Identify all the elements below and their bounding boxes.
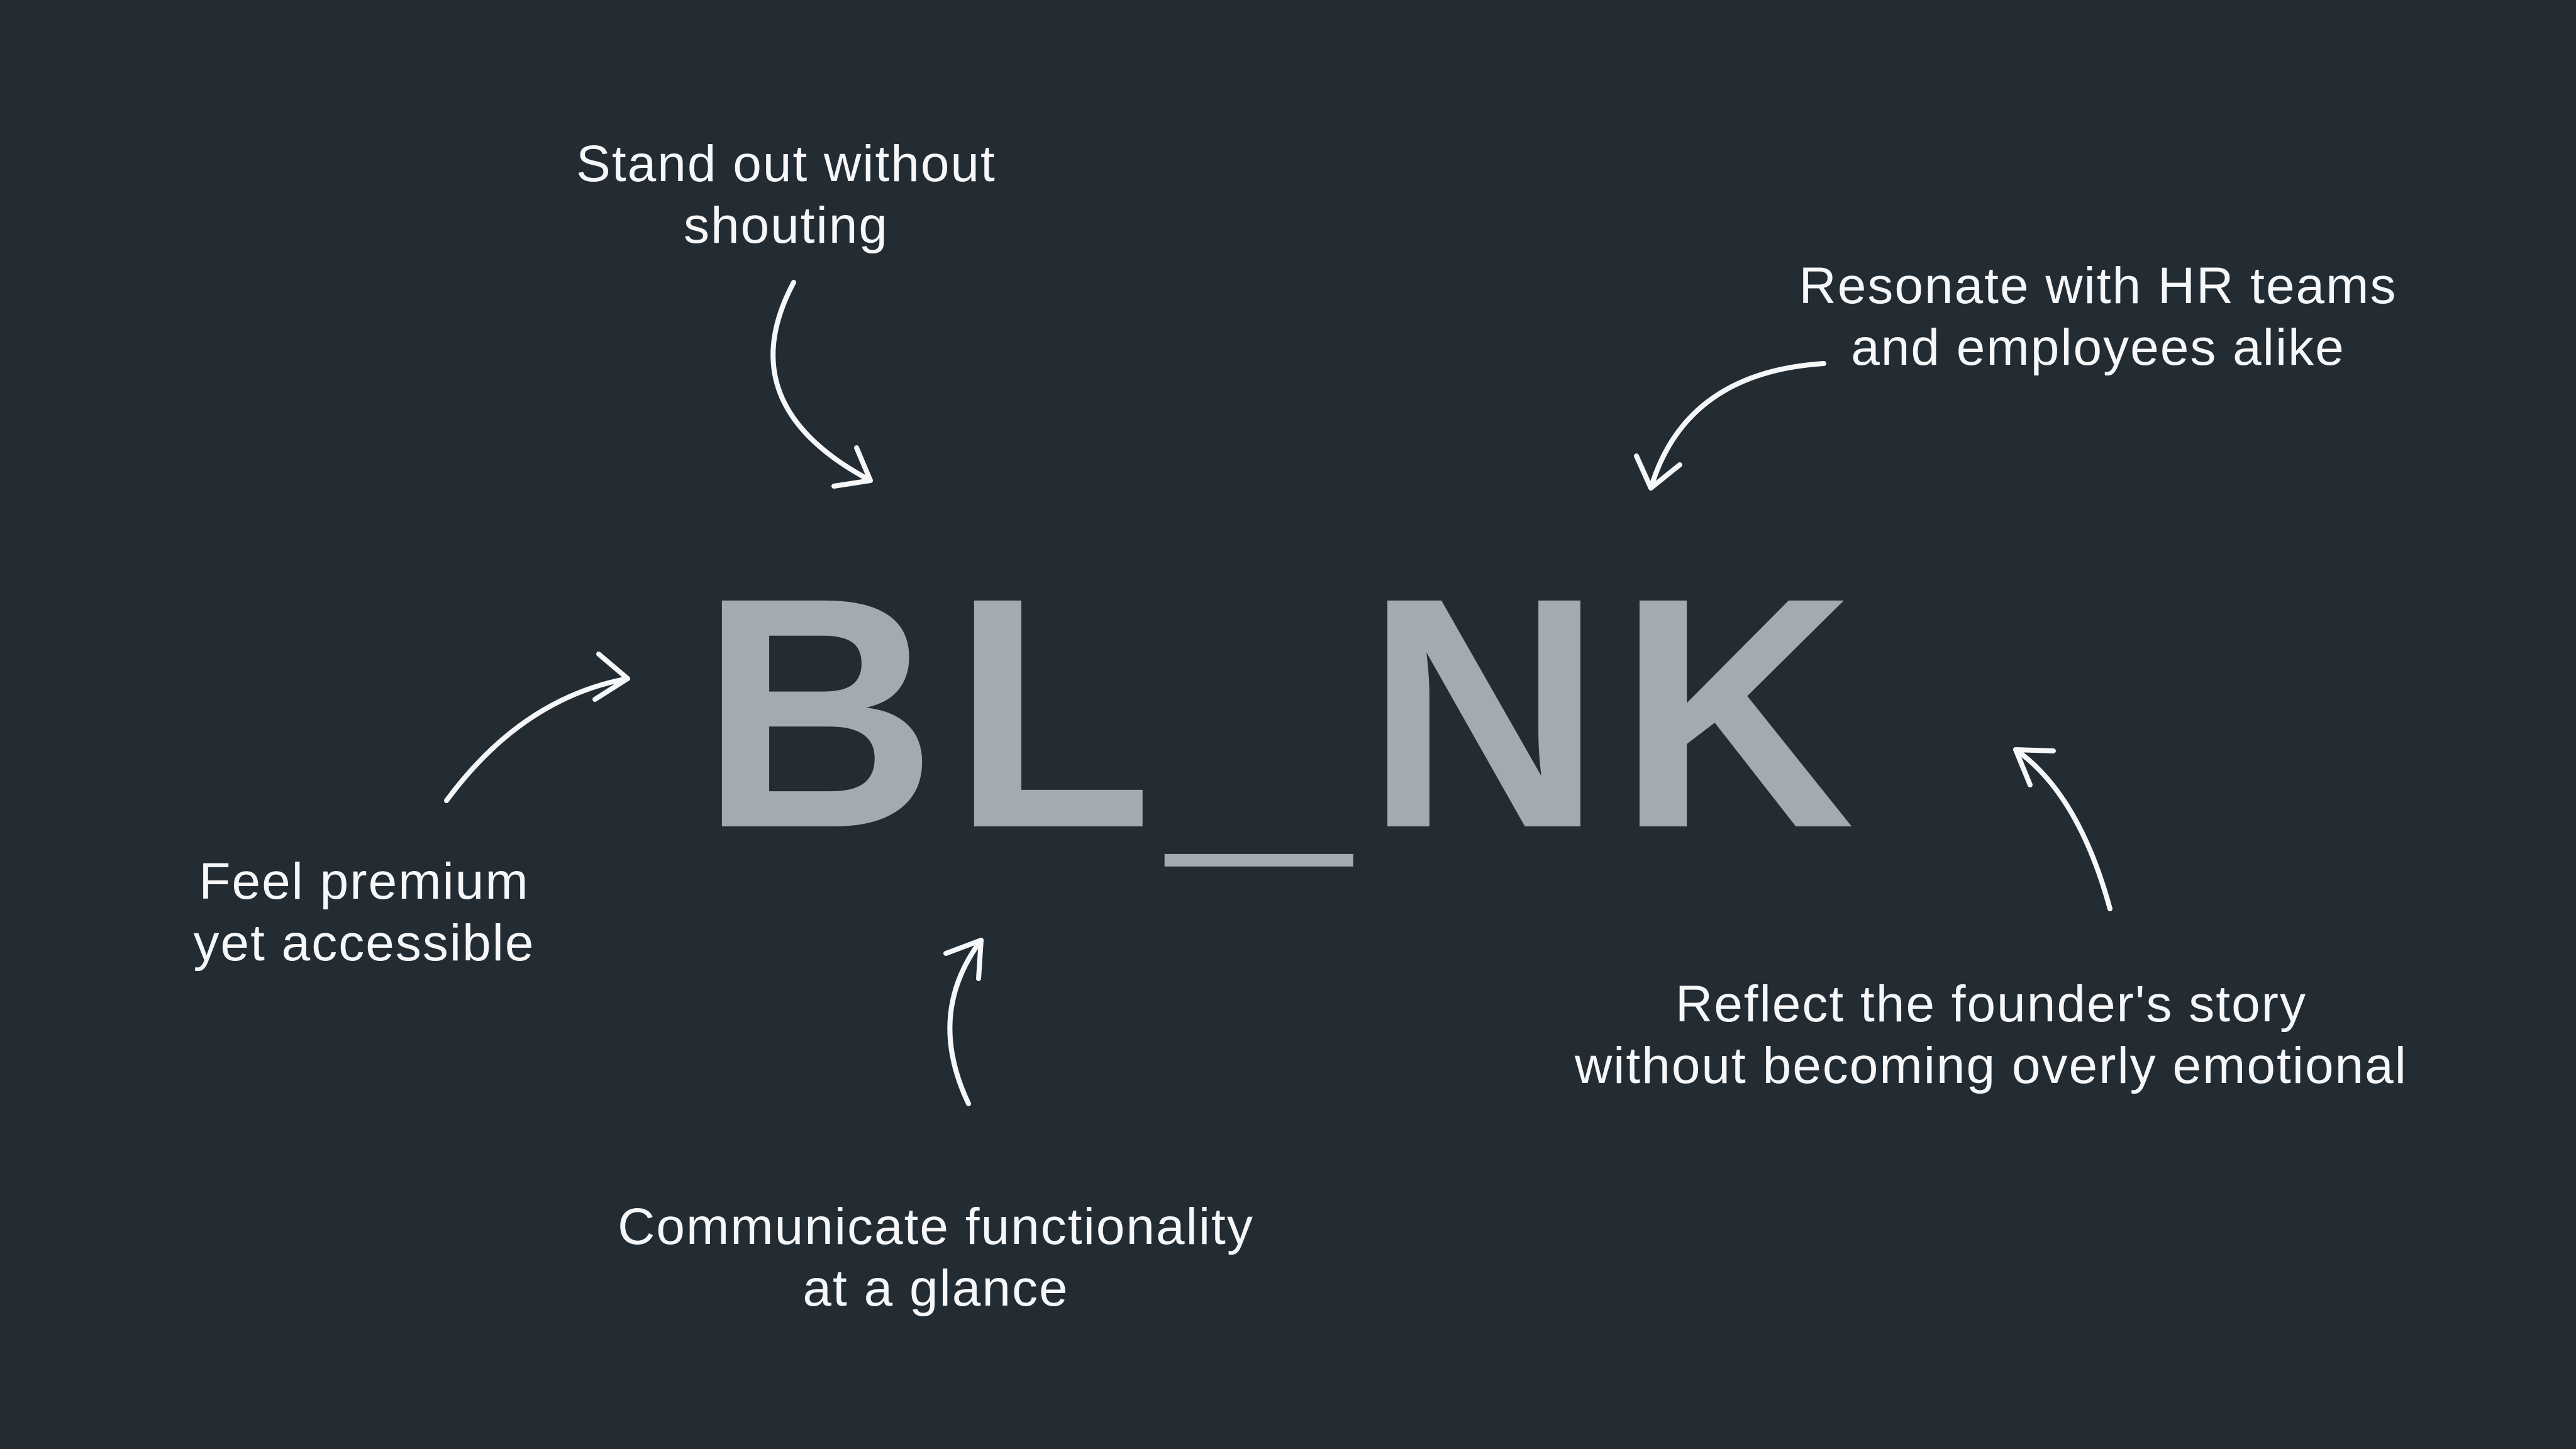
stand-out-arrow-curve: [770, 280, 873, 483]
feel-premium-arrow-curve: [444, 676, 630, 803]
stand-out-arrow-icon: [770, 280, 873, 489]
blnk-wordmark: BL_NK: [699, 529, 1870, 896]
communicate-arrow-curve: [947, 938, 984, 1106]
annotation-line: shouting: [683, 197, 889, 254]
annotation-line: at a glance: [802, 1260, 1069, 1317]
reflect-arrow-icon: [2013, 747, 2112, 911]
resonate-arrow-icon: [1634, 361, 1826, 491]
annotation-communicate: Communicate functionality at a glance: [618, 1196, 1254, 1319]
annotation-line: Reflect the founder's story: [1675, 975, 2307, 1033]
annotation-line: Stand out without: [576, 135, 996, 192]
resonate-arrowhead: [1634, 453, 1682, 491]
annotation-line: without becoming overly emotional: [1575, 1037, 2407, 1094]
annotation-resonate: Resonate with HR teams and employees ali…: [1799, 255, 2397, 379]
feel-premium-arrow-icon: [444, 652, 630, 803]
reflect-arrow-curve: [2013, 747, 2112, 911]
annotation-line: Communicate functionality: [618, 1198, 1254, 1255]
annotation-reflect: Reflect the founder's story without beco…: [1575, 974, 2407, 1097]
annotation-line: Resonate with HR teams: [1799, 257, 2397, 314]
stand-out-arrowhead: [831, 445, 873, 489]
annotation-line: Feel premium: [199, 853, 530, 910]
communicate-arrow-icon: [943, 938, 984, 1106]
communicate-arrowhead: [943, 938, 984, 981]
annotation-line: and employees alike: [1851, 319, 2345, 376]
annotation-feel-premium: Feel premium yet accessible: [193, 851, 535, 974]
annotation-stand-out: Stand out without shouting: [576, 133, 996, 257]
resonate-arrow-curve: [1648, 361, 1826, 491]
annotation-line: yet accessible: [193, 914, 535, 972]
reflect-arrowhead: [2013, 747, 2056, 787]
feel-premium-arrowhead: [592, 652, 630, 702]
